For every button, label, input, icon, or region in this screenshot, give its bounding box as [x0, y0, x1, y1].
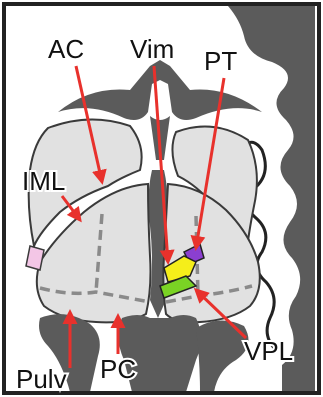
label-vim: Vim	[130, 34, 174, 64]
label-pc: PC	[100, 354, 136, 384]
label-iml: IML	[22, 166, 65, 196]
label-pulv: Pulv	[16, 364, 67, 394]
label-vpl: VPL	[244, 336, 293, 366]
left-pink-region	[26, 246, 44, 270]
label-pt: PT	[204, 46, 237, 76]
label-ac: AC	[48, 34, 84, 64]
